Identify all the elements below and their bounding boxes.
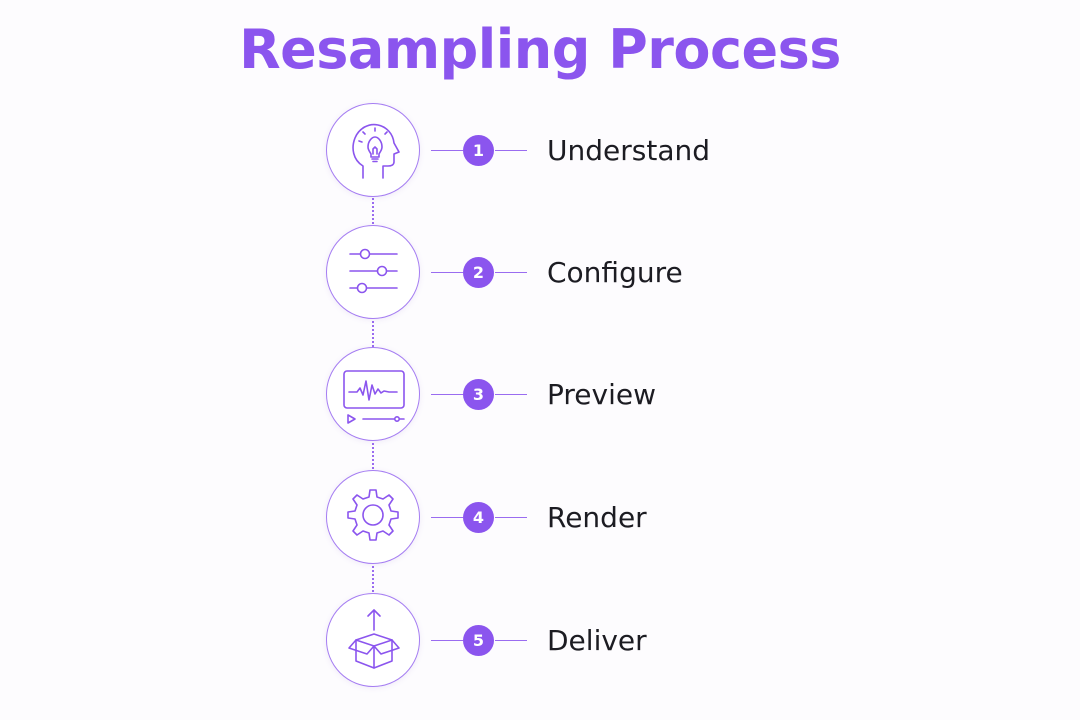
connector-line bbox=[495, 640, 527, 641]
diagram-title: Resampling Process bbox=[239, 18, 841, 81]
step-label: Deliver bbox=[547, 624, 647, 657]
step-icon-circle bbox=[326, 470, 420, 564]
connector-line bbox=[495, 394, 527, 395]
dotted-connector bbox=[372, 321, 374, 355]
dotted-connector bbox=[372, 198, 374, 232]
step-label: Configure bbox=[547, 256, 683, 289]
connector-line bbox=[431, 640, 463, 641]
step-deliver: 5 Deliver bbox=[0, 593, 1080, 689]
step-icon-circle bbox=[326, 347, 420, 441]
connector-line bbox=[495, 272, 527, 273]
step-number-badge: 1 bbox=[463, 135, 494, 166]
step-preview: 3 Preview bbox=[0, 347, 1080, 443]
step-configure: 2 Configure bbox=[0, 225, 1080, 321]
dotted-connector bbox=[372, 443, 374, 477]
connector-line bbox=[495, 150, 527, 151]
step-number-badge: 2 bbox=[463, 257, 494, 288]
connector-line bbox=[431, 394, 463, 395]
step-label: Understand bbox=[547, 134, 710, 167]
connector-line bbox=[431, 272, 463, 273]
step-icon-circle bbox=[326, 593, 420, 687]
connector-line bbox=[431, 150, 463, 151]
step-icon-circle bbox=[326, 103, 420, 197]
step-render: 4 Render bbox=[0, 470, 1080, 566]
step-number-badge: 4 bbox=[463, 502, 494, 533]
dotted-connector bbox=[372, 566, 374, 600]
open-box-upload-icon bbox=[348, 609, 400, 669]
step-number-badge: 3 bbox=[463, 379, 494, 410]
connector-line bbox=[431, 517, 463, 518]
step-number-badge: 5 bbox=[463, 625, 494, 656]
head-lightbulb-icon bbox=[352, 123, 400, 179]
step-understand: 1 Understand bbox=[0, 103, 1080, 199]
gear-icon bbox=[347, 489, 399, 541]
step-icon-circle bbox=[326, 225, 420, 319]
step-label: Preview bbox=[547, 378, 656, 411]
sliders-icon bbox=[349, 248, 398, 294]
waveform-player-icon bbox=[343, 370, 405, 424]
step-label: Render bbox=[547, 501, 647, 534]
connector-line bbox=[495, 517, 527, 518]
